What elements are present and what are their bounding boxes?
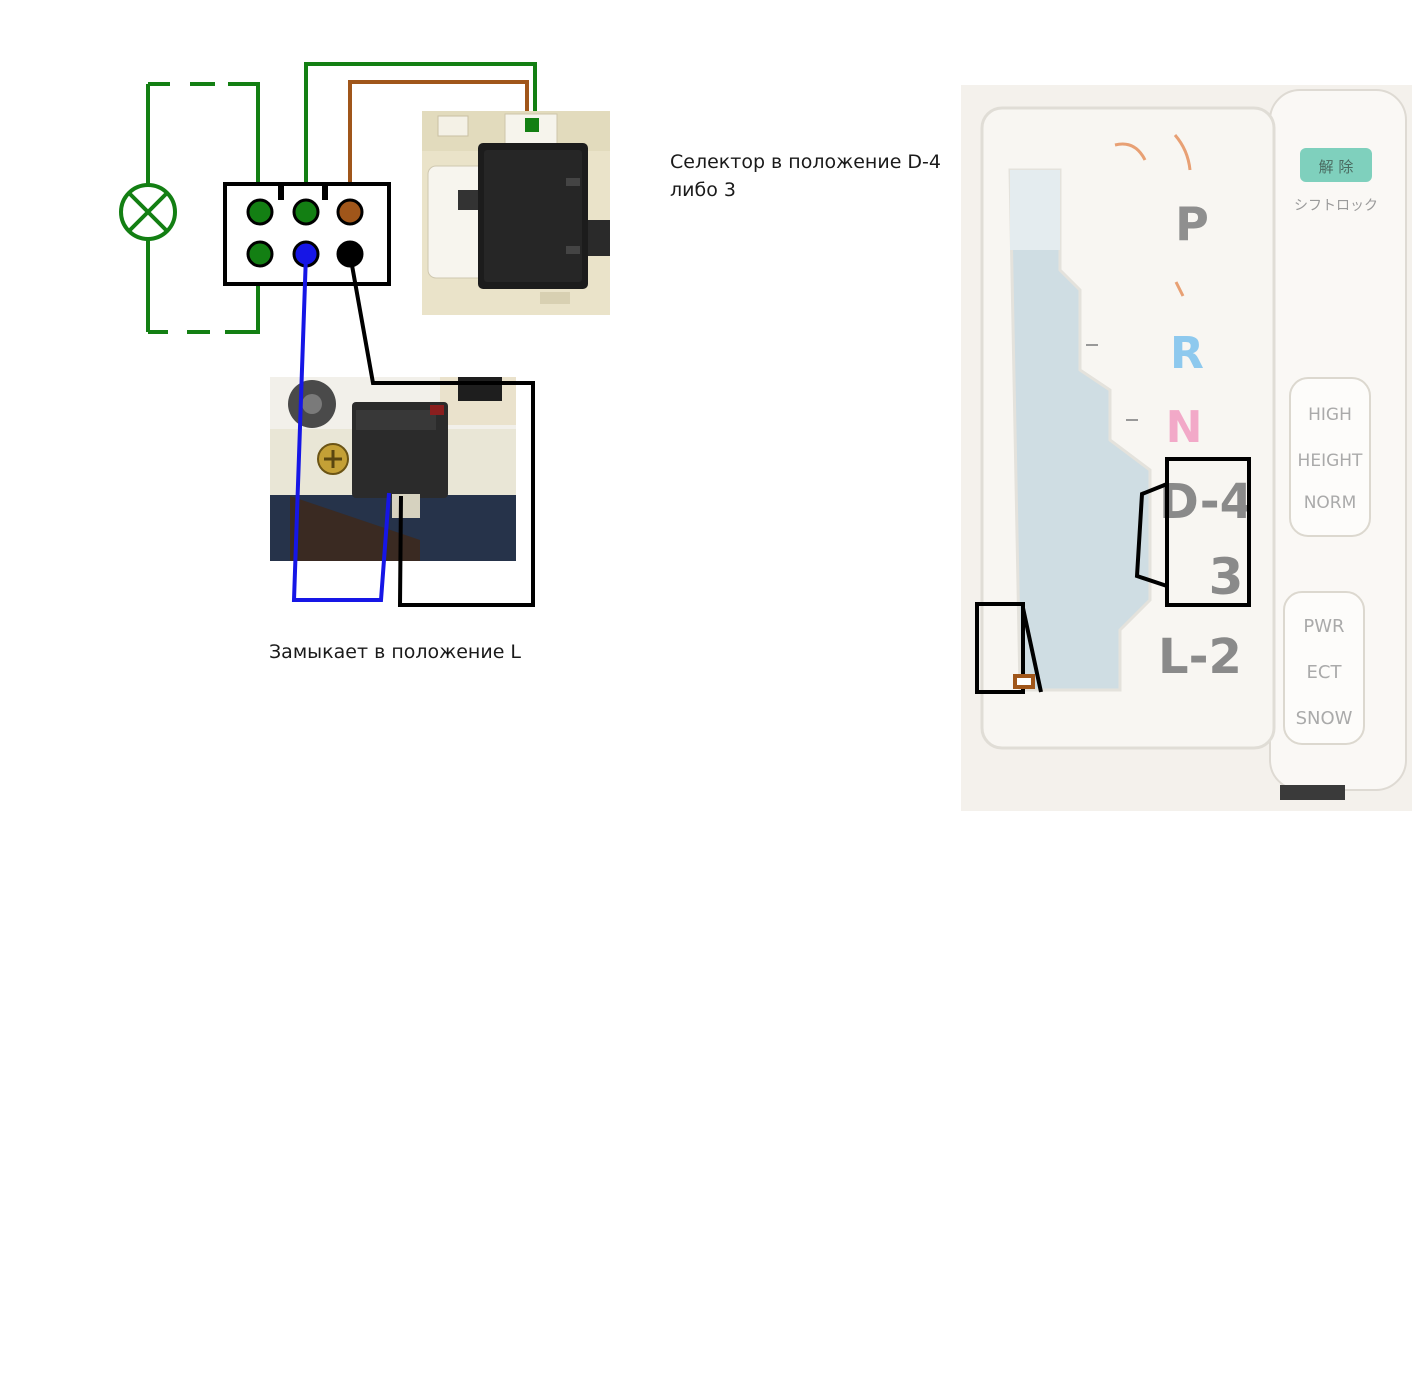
lamp-wire-top bbox=[148, 82, 260, 212]
brown-wire-to-switch bbox=[348, 80, 529, 212]
shift-lock-badge: 解 除 bbox=[1319, 158, 1354, 176]
power-button-line-3: SNOW bbox=[1296, 708, 1353, 729]
selector-caption-line-2: либо 3 bbox=[670, 179, 736, 201]
micro-switch-photo bbox=[270, 377, 516, 561]
gear-label-n: N bbox=[1166, 402, 1203, 453]
power-button-line-2: ECT bbox=[1307, 662, 1343, 683]
pin-bottom-1 bbox=[246, 240, 274, 268]
lamp-icon bbox=[119, 183, 177, 241]
closes-in-l-caption: Замыкает в положение L bbox=[269, 641, 522, 663]
power-button-line-1: PWR bbox=[1303, 616, 1344, 637]
pin-top-1 bbox=[246, 198, 274, 226]
green-wire-to-switch bbox=[304, 62, 537, 212]
gear-label-d4: D-4 bbox=[1159, 474, 1253, 530]
l-position-contact bbox=[1013, 674, 1035, 689]
height-button-line-3: NORM bbox=[1304, 493, 1357, 513]
height-button-line-2: HEIGHT bbox=[1298, 451, 1363, 471]
pin-top-3 bbox=[336, 198, 364, 226]
selector-position-caption: Селектор в положение D-4 либо 3 bbox=[670, 148, 941, 204]
height-button-line-1: HIGH bbox=[1308, 405, 1352, 425]
blue-wire-to-microswitch bbox=[291, 253, 391, 602]
d4-3-bracket bbox=[1134, 482, 1168, 588]
gear-label-p: P bbox=[1175, 197, 1209, 251]
gate-slot bbox=[1008, 168, 1152, 692]
lamp-circuit bbox=[146, 82, 260, 334]
selector-caption-line-1: Селектор в положение D-4 bbox=[670, 151, 941, 173]
selector-switch-photo bbox=[422, 111, 610, 315]
gear-label-l2: L-2 bbox=[1158, 629, 1242, 685]
gear-label-3: 3 bbox=[1209, 548, 1244, 606]
black-wire-to-microswitch bbox=[348, 253, 535, 607]
l-position-highlight-box bbox=[975, 602, 1025, 694]
gear-selector-panel: 解 除 シフトロック HIGH HEIGHT NORM PWR ECT SNOW… bbox=[961, 85, 1412, 811]
d4-3-highlight-box bbox=[1165, 457, 1251, 607]
gear-label-r: R bbox=[1170, 328, 1204, 379]
pin-top-2 bbox=[292, 198, 320, 226]
l-position-contact-line bbox=[1021, 607, 1043, 693]
shift-lock-label: シフトロック bbox=[1294, 198, 1378, 214]
